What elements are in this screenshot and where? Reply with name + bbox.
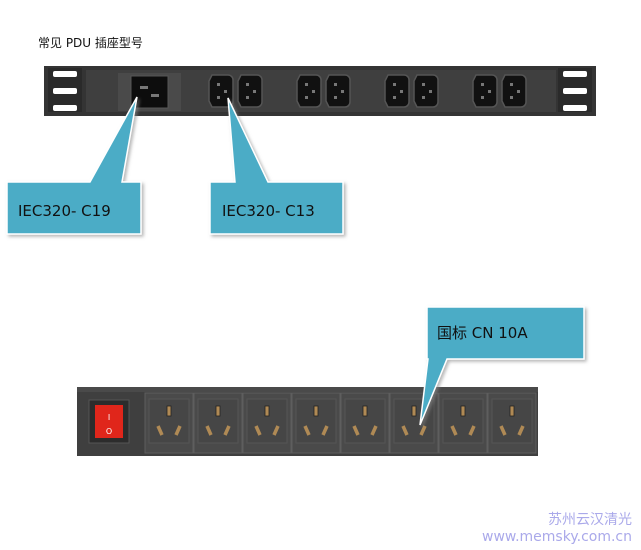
cn-sockets [143, 391, 538, 455]
c19-socket [118, 73, 181, 111]
callout-c19-label: IEC320- C19 [18, 202, 111, 220]
power-switch: I O [95, 405, 123, 438]
cn-pdu-image: I O [77, 387, 538, 456]
callout-cn [419, 306, 585, 426]
callout-c13 [209, 97, 344, 235]
page-title: 常见 PDU 插座型号 [38, 35, 143, 50]
callout-cn-label: 国标 CN 10A [437, 324, 528, 342]
watermark-company: 苏州云汉清光 [548, 512, 632, 528]
watermark-url: www.memsky.com.cn [482, 529, 632, 545]
callout-c19 [6, 96, 142, 235]
iec-pdu-image [44, 66, 596, 116]
callout-c13-label: IEC320- C13 [222, 202, 315, 220]
svg-text:O: O [106, 427, 112, 436]
svg-text:I: I [108, 413, 110, 422]
